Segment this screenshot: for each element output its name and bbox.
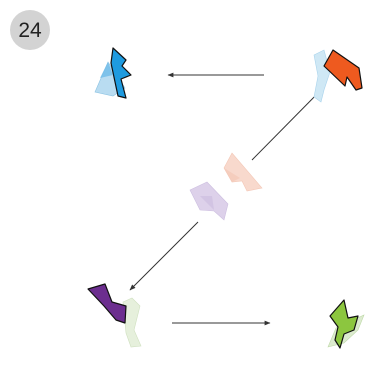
arrow-center-top-right (251, 87, 324, 161)
step-number: 24 (18, 18, 42, 42)
step-badge: 24 (10, 10, 50, 50)
origin-piece-pink (223, 152, 263, 192)
origin-piece-lavender (189, 181, 229, 221)
purple-piece (87, 283, 142, 348)
blue-piece (94, 47, 132, 99)
orange-piece (313, 49, 363, 103)
arrow-center-bottom-left (129, 221, 199, 291)
green-piece (327, 299, 365, 349)
